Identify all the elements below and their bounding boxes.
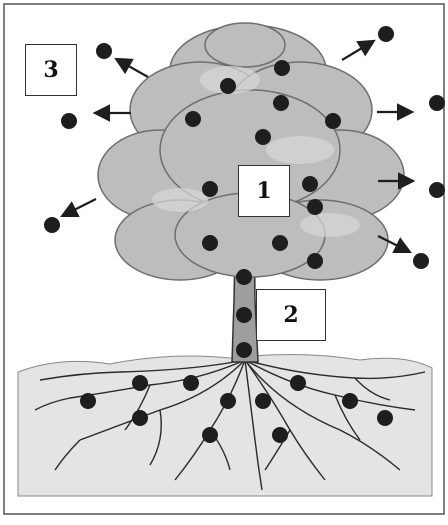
- label-box-2: 2: [256, 289, 326, 341]
- black-dot-icon: [202, 181, 218, 197]
- soil: [18, 354, 432, 496]
- black-dot-icon: [307, 199, 323, 215]
- black-dot-icon: [220, 393, 236, 409]
- black-dot-icon: [273, 95, 289, 111]
- black-dot-icon: [325, 113, 341, 129]
- canopy: [98, 23, 404, 280]
- black-dot-icon: [44, 217, 60, 233]
- black-dot-icon: [220, 78, 236, 94]
- black-dot-icon: [202, 427, 218, 443]
- arrow-icon: [64, 199, 96, 215]
- label-box-3: 3: [25, 44, 77, 96]
- black-dot-icon: [236, 307, 252, 323]
- black-dot-icon: [132, 375, 148, 391]
- black-dot-icon: [274, 60, 290, 76]
- black-dot-icon: [255, 393, 271, 409]
- black-dot-icon: [255, 129, 271, 145]
- black-dot-icon: [290, 375, 306, 391]
- black-dot-icon: [413, 253, 429, 269]
- black-dot-icon: [342, 393, 358, 409]
- black-dot-icon: [185, 111, 201, 127]
- label-box-1: 1: [238, 165, 290, 217]
- black-dot-icon: [272, 427, 288, 443]
- arrow-icon: [118, 60, 148, 77]
- black-dot-icon: [272, 235, 288, 251]
- black-dot-icon: [302, 176, 318, 192]
- black-dot-icon: [377, 410, 393, 426]
- black-dot-icon: [202, 235, 218, 251]
- black-dot-icon: [378, 26, 394, 42]
- black-dot-icon: [429, 182, 445, 198]
- black-dot-icon: [429, 95, 445, 111]
- arrow-icon: [342, 42, 372, 60]
- black-dot-icon: [96, 43, 112, 59]
- black-dot-icon: [236, 269, 252, 285]
- black-dot-icon: [236, 342, 252, 358]
- black-dot-icon: [183, 375, 199, 391]
- black-dot-icon: [61, 113, 77, 129]
- black-dot-icon: [307, 253, 323, 269]
- black-dot-icon: [80, 393, 96, 409]
- black-dot-icon: [132, 410, 148, 426]
